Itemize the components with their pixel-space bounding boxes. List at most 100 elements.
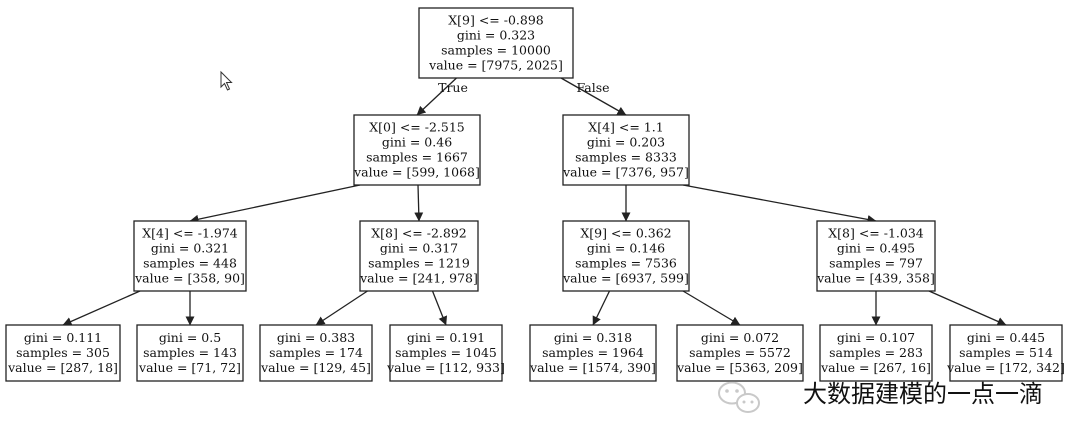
node-box xyxy=(418,7,574,79)
tree-edge-n0-n2 xyxy=(560,77,627,116)
node-line: samples = 174 xyxy=(269,345,363,360)
tree-edge-n3-n7 xyxy=(62,290,141,326)
node-line: samples = 5572 xyxy=(689,345,791,360)
node-line: value = [358, 90] xyxy=(134,271,245,286)
node-line: gini = 0.111 xyxy=(24,330,102,345)
tree-edge-n5-n12 xyxy=(682,290,741,326)
node-line: value = [439, 358] xyxy=(816,271,935,286)
node-box xyxy=(816,220,936,292)
node-line: gini = 0.318 xyxy=(554,330,632,345)
node-line: samples = 514 xyxy=(959,345,1053,360)
node-line: value = [112, 933] xyxy=(386,360,505,375)
node-line: samples = 10000 xyxy=(441,43,551,58)
node-line: samples = 7536 xyxy=(575,256,677,271)
tree-edge-n1-n3 xyxy=(189,184,361,224)
node-line: value = [6937, 599] xyxy=(562,271,689,286)
node-line: samples = 283 xyxy=(829,345,923,360)
node-line: gini = 0.445 xyxy=(967,330,1045,345)
tree-edge-n6-n14 xyxy=(928,290,1007,326)
node-line: X[0] <= -2.515 xyxy=(369,120,465,135)
tree-edge-n4-n10 xyxy=(431,290,448,326)
node-line: X[4] <= -1.974 xyxy=(142,226,238,241)
node-line: gini = 0.323 xyxy=(457,28,535,43)
node-line: gini = 0.107 xyxy=(837,330,915,345)
edges-layer: True False xyxy=(62,77,1007,326)
node-line: value = [287, 18] xyxy=(7,360,118,375)
node-box xyxy=(562,114,690,186)
node-line: value = [7376, 957] xyxy=(562,165,689,180)
wechat-icon xyxy=(718,381,760,413)
node-box xyxy=(562,220,690,292)
node-box xyxy=(5,324,121,382)
node-line: samples = 305 xyxy=(16,345,110,360)
node-box xyxy=(259,324,373,382)
mouse-cursor-icon xyxy=(220,70,233,91)
tree-edge-n1-n4 xyxy=(414,184,424,222)
node-box xyxy=(136,324,244,382)
node-line: gini = 0.5 xyxy=(159,330,221,345)
node-box xyxy=(359,220,479,292)
node-line: X[9] <= 0.362 xyxy=(580,226,671,241)
node-line: gini = 0.321 xyxy=(151,241,229,256)
node-box xyxy=(949,324,1063,382)
node-box xyxy=(529,324,657,382)
node-line: samples = 1045 xyxy=(395,345,497,360)
node-line: gini = 0.146 xyxy=(587,241,665,256)
tree-edge-n4-n9 xyxy=(315,290,368,326)
tree-edge-n2-n6 xyxy=(682,184,877,224)
node-line: gini = 0.495 xyxy=(837,241,915,256)
node-line: gini = 0.46 xyxy=(382,135,452,150)
node-line: samples = 8333 xyxy=(575,150,677,165)
node-line: value = [241, 978] xyxy=(359,271,478,286)
node-box xyxy=(133,220,247,292)
node-line: X[8] <= -2.892 xyxy=(371,226,467,241)
node-line: value = [599, 1068] xyxy=(353,165,480,180)
node-line: X[4] <= 1.1 xyxy=(588,120,663,135)
node-line: X[8] <= -1.034 xyxy=(828,226,924,241)
edge-label: False xyxy=(576,80,609,95)
node-line: samples = 143 xyxy=(143,345,237,360)
node-line: value = [172, 342] xyxy=(946,360,1065,375)
node-line: samples = 1667 xyxy=(366,150,468,165)
node-line: value = [1574, 390] xyxy=(529,360,656,375)
node-line: samples = 1964 xyxy=(542,345,644,360)
node-box xyxy=(676,324,804,382)
watermark: 大数据建模的一点一滴 xyxy=(718,380,1043,413)
node-line: value = [7975, 2025] xyxy=(428,58,563,73)
tree-edge-n5-n11 xyxy=(592,290,611,326)
node-line: value = [267, 16] xyxy=(820,360,931,375)
node-line: gini = 0.383 xyxy=(277,330,355,345)
node-line: gini = 0.317 xyxy=(380,241,458,256)
node-line: gini = 0.072 xyxy=(701,330,779,345)
node-line: value = [129, 45] xyxy=(260,360,371,375)
node-line: gini = 0.191 xyxy=(407,330,485,345)
node-line: gini = 0.203 xyxy=(587,135,665,150)
node-line: value = [5363, 209] xyxy=(676,360,803,375)
edge-label: True xyxy=(438,80,468,95)
node-line: X[9] <= -0.898 xyxy=(448,13,544,28)
node-box xyxy=(389,324,503,382)
node-line: samples = 448 xyxy=(143,256,237,271)
node-line: value = [71, 72] xyxy=(138,360,241,375)
watermark-text: 大数据建模的一点一滴 xyxy=(803,380,1043,408)
node-line: samples = 1219 xyxy=(368,256,470,271)
node-line: samples = 797 xyxy=(829,256,923,271)
node-box xyxy=(819,324,933,382)
tree-edge-n0-n1 xyxy=(416,77,457,116)
